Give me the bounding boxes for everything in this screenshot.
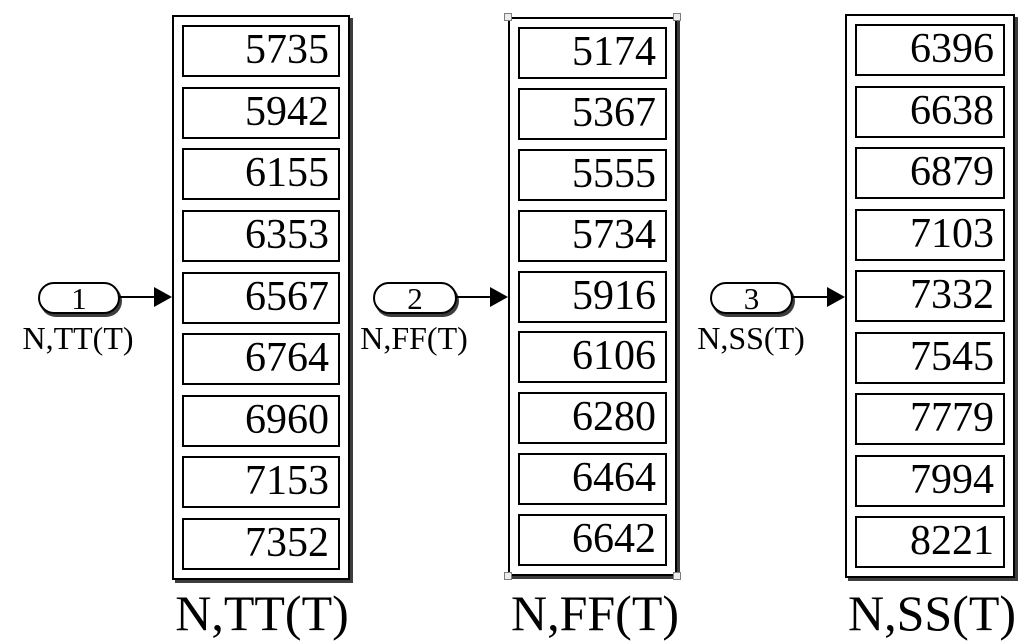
inport-1-oval[interactable]: 1 bbox=[38, 282, 120, 314]
inport-1-label: N,TT(T) bbox=[22, 320, 134, 356]
display-cell: 6396 bbox=[855, 24, 1005, 76]
display-cell: 7779 bbox=[855, 393, 1005, 445]
display-cell: 5735 bbox=[182, 25, 340, 77]
display-cell: 6280 bbox=[518, 392, 667, 445]
display-cell: 6642 bbox=[518, 514, 667, 566]
display-cell: 6353 bbox=[182, 209, 340, 262]
display-cell: 6155 bbox=[182, 148, 340, 201]
display-cell: 7332 bbox=[855, 270, 1005, 322]
wire-3[interactable] bbox=[792, 296, 827, 298]
wire-2[interactable] bbox=[456, 296, 490, 298]
arrowhead-2-icon bbox=[490, 287, 508, 307]
display-cell: 7103 bbox=[855, 208, 1005, 261]
display-block-3[interactable]: 6396 6638 6879 7103 7332 7545 7779 7994 … bbox=[845, 14, 1015, 578]
display-cell: 7352 bbox=[182, 518, 340, 570]
display-cell: 5942 bbox=[182, 86, 340, 139]
selection-handle[interactable] bbox=[504, 572, 512, 580]
display-cell: 6567 bbox=[182, 271, 340, 324]
display-cell: 7153 bbox=[182, 456, 340, 509]
display-cell: 7545 bbox=[855, 331, 1005, 384]
display-cell: 7994 bbox=[855, 454, 1005, 507]
inport-3-oval[interactable]: 3 bbox=[710, 282, 793, 314]
display-cell: 5174 bbox=[518, 27, 667, 79]
display-block-1[interactable]: 5735 5942 6155 6353 6567 6764 6960 7153 … bbox=[172, 15, 350, 580]
display-cell: 5367 bbox=[518, 87, 667, 140]
display-cell: 8221 bbox=[855, 516, 1005, 568]
display-block-2[interactable]: 5174 5367 5555 5734 5916 6106 6280 6464 … bbox=[504, 13, 681, 580]
wire-1[interactable] bbox=[119, 296, 156, 298]
display-cell: 5734 bbox=[518, 209, 667, 262]
display-cell: 5555 bbox=[518, 148, 667, 201]
inport-3-label: N,SS(T) bbox=[697, 320, 805, 356]
block-1-name: N,TT(T) bbox=[175, 585, 349, 641]
block-2-name: N,FF(T) bbox=[510, 585, 680, 641]
display-cell: 6879 bbox=[855, 147, 1005, 199]
inport-2-label: N,FF(T) bbox=[360, 320, 468, 356]
display-cell: 6764 bbox=[182, 333, 340, 386]
display-cell: 5916 bbox=[518, 270, 667, 323]
block-3-name: N,SS(T) bbox=[847, 585, 1017, 641]
inport-2-oval[interactable]: 2 bbox=[373, 282, 457, 314]
arrowhead-1-icon bbox=[154, 287, 172, 307]
display-cell: 6960 bbox=[182, 394, 340, 447]
selection-handle[interactable] bbox=[673, 13, 681, 21]
selection-handle[interactable] bbox=[673, 572, 681, 580]
display-cell: 6464 bbox=[518, 453, 667, 506]
display-cell: 6638 bbox=[855, 85, 1005, 138]
arrowhead-3-icon bbox=[827, 287, 845, 307]
selection-handle[interactable] bbox=[504, 13, 512, 21]
display-cell: 6106 bbox=[518, 331, 667, 384]
